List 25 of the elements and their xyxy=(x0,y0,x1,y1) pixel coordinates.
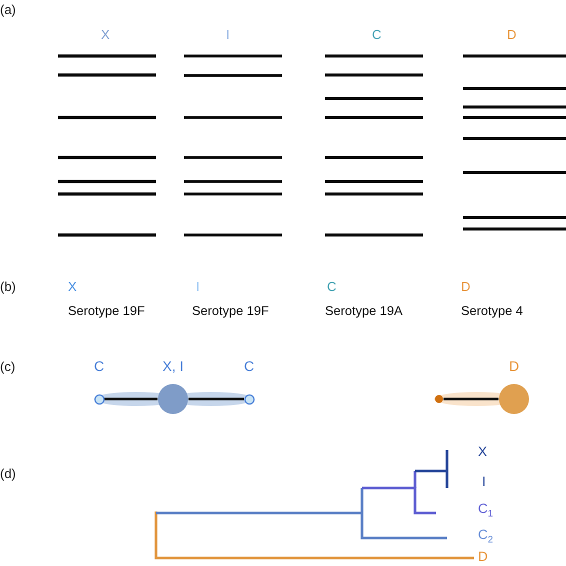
node-label: C xyxy=(244,359,254,373)
node-label: C xyxy=(94,359,104,373)
node-label: D xyxy=(508,359,520,373)
serotype-label: Serotype 19A xyxy=(325,304,403,318)
lane-label: I xyxy=(226,28,230,40)
serotype-label: Serotype 4 xyxy=(461,304,523,318)
panel-label: (a) xyxy=(0,2,16,16)
strain-label: C xyxy=(327,280,336,292)
leaf-label: C$_{1}$ xyxy=(478,502,493,516)
node-label: X, I xyxy=(162,359,184,373)
panel-label: (d) xyxy=(0,466,16,480)
strain-label: X xyxy=(68,280,77,292)
strain-label: D xyxy=(461,280,470,292)
lane-label: X xyxy=(101,28,110,40)
serotype-label: Serotype 19F xyxy=(192,304,269,318)
leaf-label: D xyxy=(478,550,488,564)
leaf-label: I xyxy=(482,475,486,489)
panel-label: (c) xyxy=(0,360,16,372)
leaf-label: C$_{2}$ xyxy=(478,528,493,542)
strain-label: I xyxy=(196,280,200,292)
lane-label: D xyxy=(507,28,516,40)
serotype-label: Serotype 19F xyxy=(68,304,145,318)
leaf-label: X xyxy=(478,445,488,459)
lane-label: C xyxy=(372,28,382,40)
panel-label: (b) xyxy=(0,280,16,292)
